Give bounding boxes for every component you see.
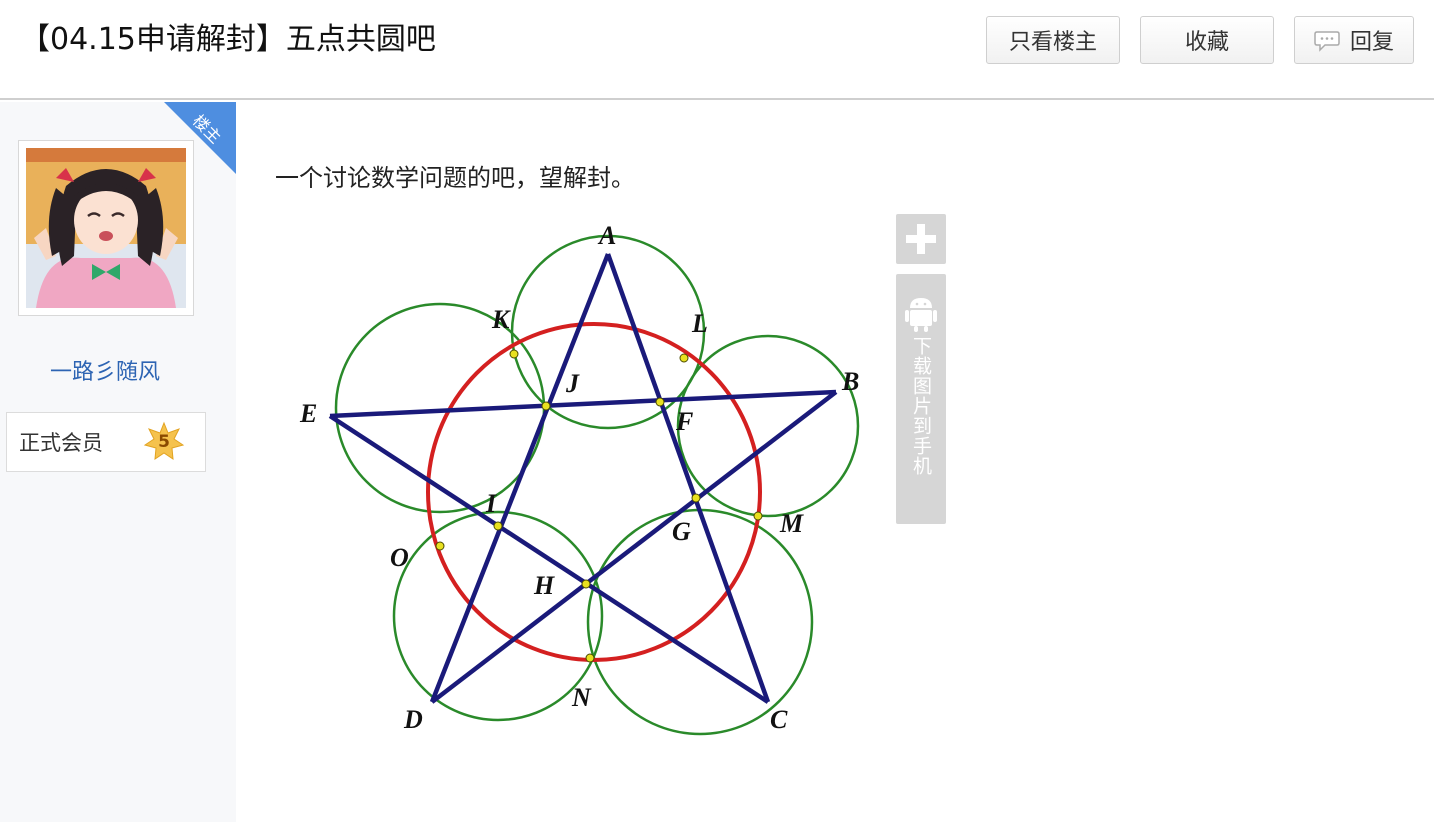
android-icon: [905, 298, 937, 332]
label-a: A: [597, 221, 616, 250]
label-o: O: [390, 543, 409, 572]
label-m: M: [779, 509, 804, 538]
label-g: G: [672, 517, 691, 546]
member-level-label: 正式会员: [19, 431, 103, 455]
zoom-image-button[interactable]: [896, 214, 946, 264]
label-j: J: [565, 369, 580, 398]
thread-title: 【04.15申请解封】五点共圆吧: [20, 22, 436, 57]
only-op-button[interactable]: 只看楼主: [986, 16, 1120, 64]
label-l: L: [691, 309, 708, 338]
level-badge[interactable]: 5: [143, 421, 185, 463]
author-sidebar: 楼主 一路彡随风 正式会员 5: [0, 102, 236, 822]
label-b: B: [841, 367, 859, 396]
member-level-box: 正式会员 5: [6, 412, 206, 472]
label-k: K: [491, 305, 511, 334]
reply-button-label: 回复: [1349, 30, 1394, 55]
circle-lower-left: [392, 510, 604, 722]
label-h: H: [533, 571, 555, 600]
level-number: 5: [158, 432, 170, 452]
avatar[interactable]: [18, 140, 194, 316]
download-to-phone-label: 下载图片到手机: [910, 336, 932, 476]
post-text: 一个讨论数学问题的吧，望解封。: [275, 164, 635, 192]
circle-right: [676, 334, 860, 518]
label-n: N: [571, 683, 592, 712]
pentagram-diagram: A B C D E F G H I J K L M N O: [299, 221, 860, 736]
download-to-phone-button[interactable]: 下载图片到手机: [896, 274, 946, 524]
anime-girl-avatar-icon: [26, 148, 186, 308]
favorite-button[interactable]: 收藏: [1140, 16, 1274, 64]
author-username[interactable]: 一路彡随风: [49, 360, 160, 385]
pentagram-lines: [328, 253, 838, 704]
label-f: F: [675, 407, 693, 436]
comment-icon: [1314, 30, 1340, 52]
label-i: I: [485, 489, 497, 518]
label-e: E: [299, 399, 317, 428]
thread-header: 【04.15申请解封】五点共圆吧 只看楼主 收藏 回复: [0, 0, 1434, 100]
red-circle: [426, 322, 762, 662]
reply-button[interactable]: 回复: [1294, 16, 1414, 64]
label-c: C: [770, 705, 788, 734]
plus-icon: [906, 224, 936, 254]
label-d: D: [403, 705, 423, 734]
star-badge-icon: [143, 421, 185, 460]
